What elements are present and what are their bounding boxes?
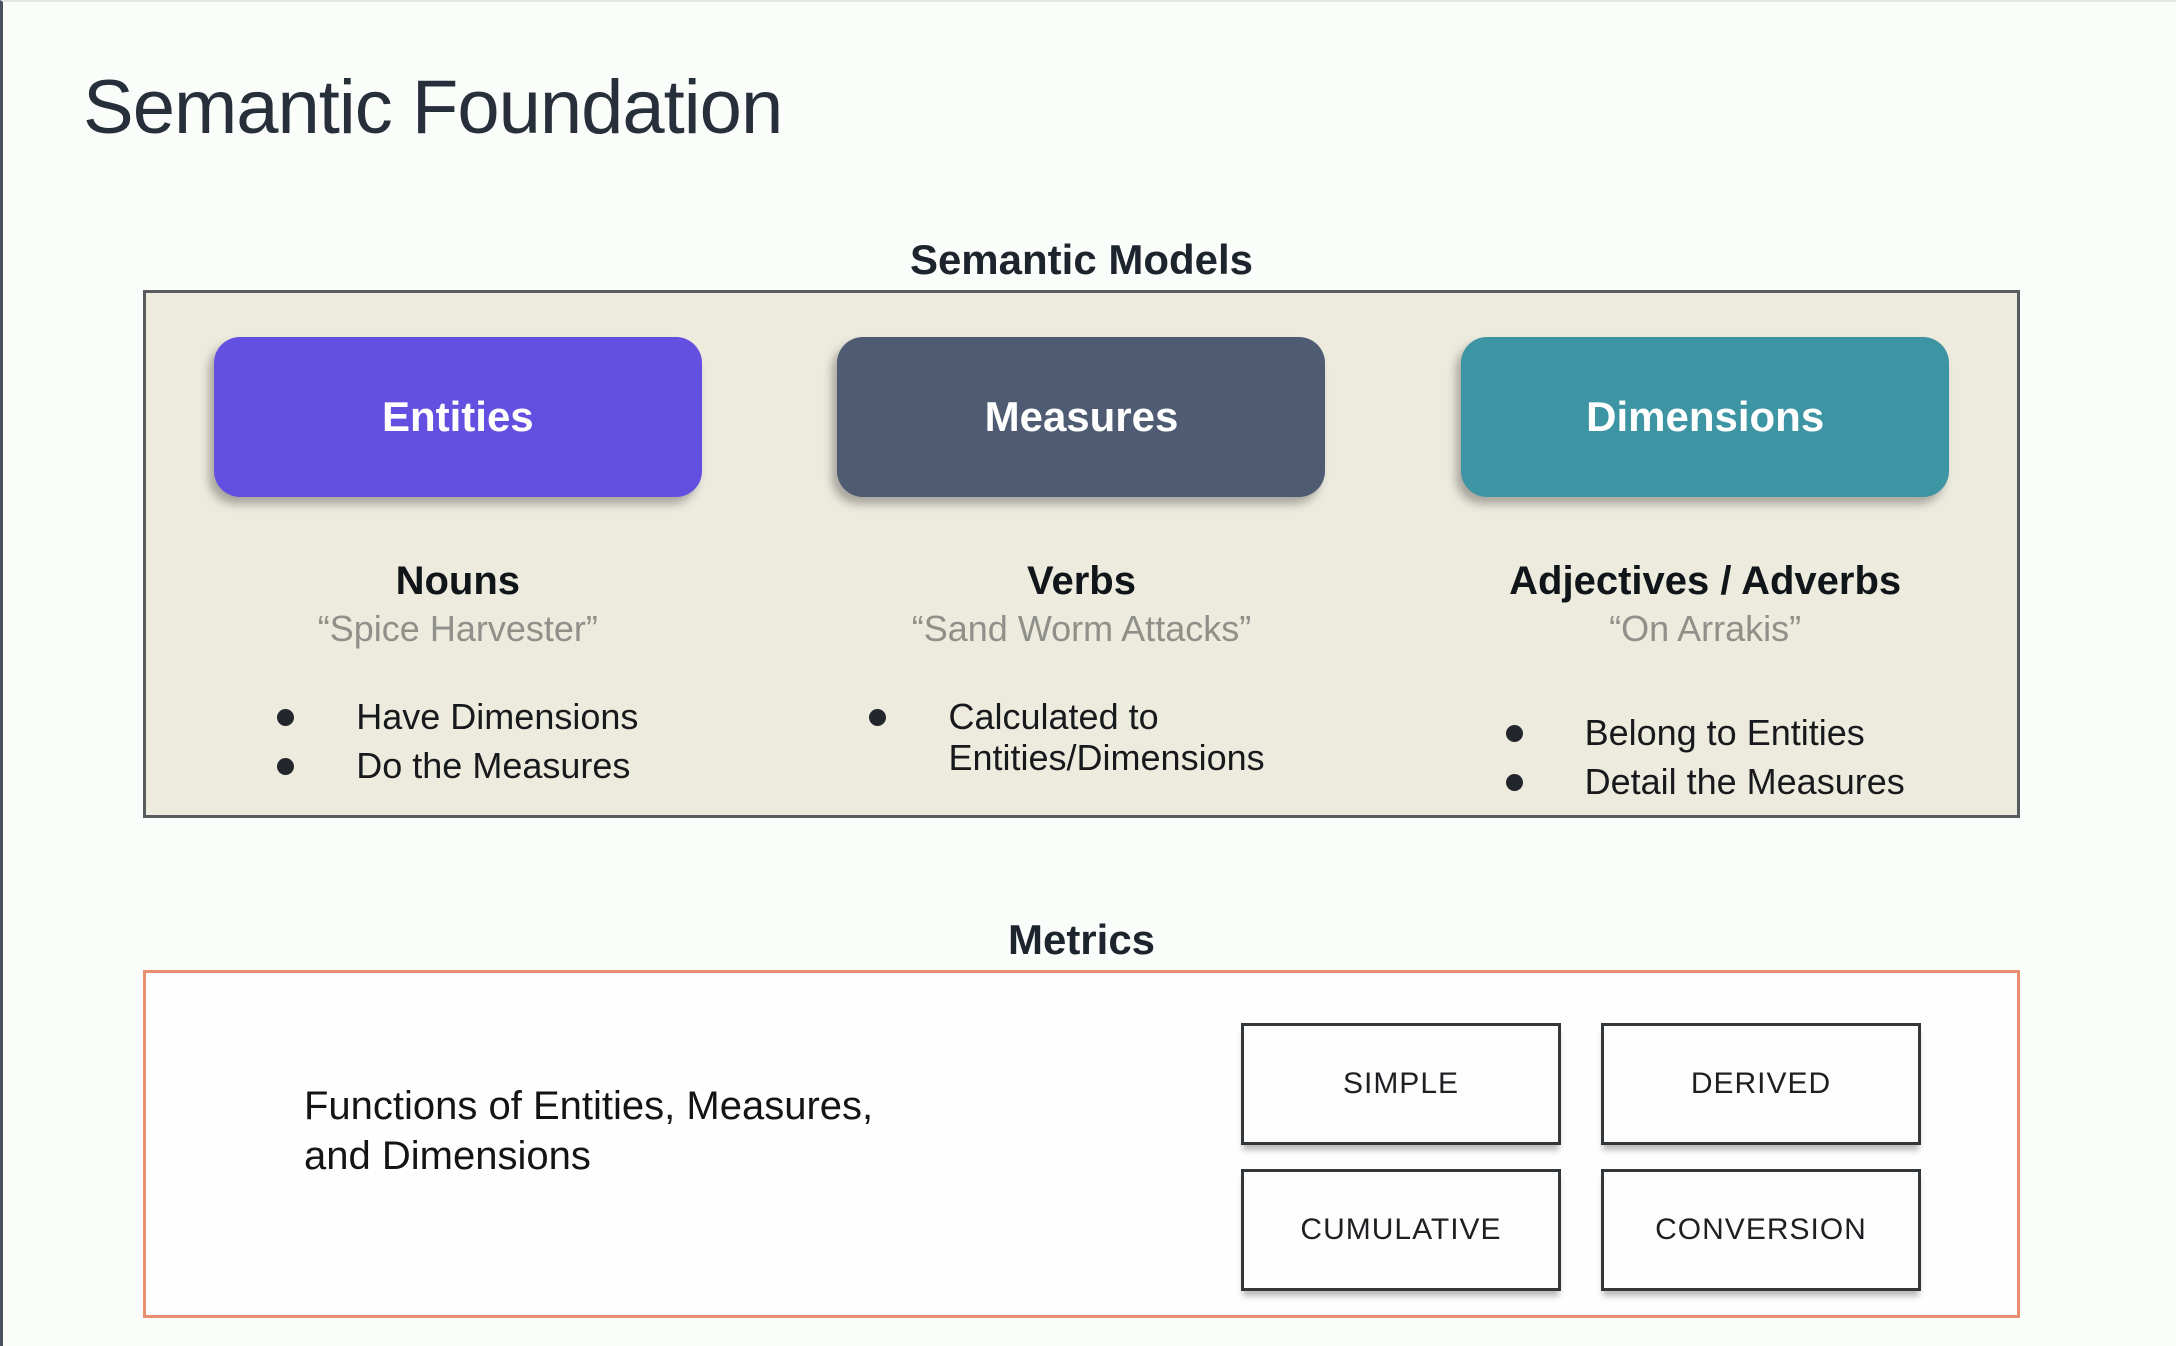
list-item: Calculated to Entities/Dimensions xyxy=(869,696,1293,779)
measures-subtitle: Verbs xyxy=(1027,559,1136,603)
metric-card-conversion[interactable]: CONVERSION xyxy=(1601,1169,1921,1291)
metric-label: CONVERSION xyxy=(1655,1213,1867,1246)
bullet-text: Belong to Entities xyxy=(1584,712,1865,753)
bullet-text: Detail the Measures xyxy=(1584,761,1905,803)
metrics-box: Functions of Entities, Measures, and Dim… xyxy=(143,970,2020,1318)
metrics-heading: Metrics xyxy=(1007,916,1156,963)
entities-column: Entities Nouns “Spice Harvester” Have Di… xyxy=(146,293,770,815)
dimensions-quote: “On Arrakis” xyxy=(1609,608,1802,649)
metric-label: CUMULATIVE xyxy=(1300,1213,1502,1246)
list-item: Belong to Entities xyxy=(1505,712,1905,753)
metric-card-derived[interactable]: DERIVED xyxy=(1601,1023,1921,1145)
entities-quote: “Spice Harvester” xyxy=(317,608,598,649)
list-item: Have Dimensions xyxy=(277,696,638,737)
measures-quote: “Sand Worm Attacks” xyxy=(911,608,1252,649)
metric-label: DERIVED xyxy=(1690,1067,1832,1100)
dimensions-bullet-list: Belong to Entities Detail the Measures xyxy=(1505,712,1905,803)
bullet-text: Calculated to Entities/Dimensions xyxy=(948,696,1265,779)
semantic-models-heading: Semantic Models xyxy=(909,236,1254,283)
bullet-text: Do the Measures xyxy=(356,745,631,787)
entities-bullet-list: Have Dimensions Do the Measures xyxy=(277,696,638,787)
list-item: Detail the Measures xyxy=(1505,761,1905,803)
page-title: Semantic Foundation xyxy=(83,65,783,150)
bullet-text: Have Dimensions xyxy=(356,696,639,737)
entities-button[interactable]: Entities xyxy=(213,337,702,497)
metric-label: SIMPLE xyxy=(1342,1067,1460,1100)
metric-types-grid: SIMPLE DERIVED CUMULATIVE CONVERSION xyxy=(1241,1023,1921,1291)
metrics-description-line1: Functions of Entities, Measures, xyxy=(304,1084,874,1128)
bullet-icon xyxy=(277,758,295,776)
measures-column: Measures Verbs “Sand Worm Attacks” Calcu… xyxy=(770,293,1394,815)
dimensions-column: Dimensions Adjectives / Adverbs “On Arra… xyxy=(1393,293,2017,815)
metric-card-simple[interactable]: SIMPLE xyxy=(1241,1023,1561,1145)
metric-card-cumulative[interactable]: CUMULATIVE xyxy=(1241,1169,1561,1291)
list-item: Do the Measures xyxy=(277,745,638,786)
dimensions-subtitle: Adjectives / Adverbs xyxy=(1509,559,1902,603)
bullet-icon xyxy=(1505,774,1523,792)
measures-bullet-list: Calculated to Entities/Dimensions xyxy=(869,696,1293,779)
bullet-icon xyxy=(1505,725,1523,742)
metrics-description: Functions of Entities, Measures, and Dim… xyxy=(304,1081,873,1181)
measures-button[interactable]: Measures xyxy=(837,337,1326,497)
metrics-description-line2: and Dimensions xyxy=(304,1134,591,1178)
dimensions-button[interactable]: Dimensions xyxy=(1461,337,1950,497)
semantic-models-box: Entities Nouns “Spice Harvester” Have Di… xyxy=(143,290,2020,818)
bullet-icon xyxy=(277,709,295,726)
entities-subtitle: Nouns xyxy=(395,559,521,603)
bullet-icon xyxy=(869,709,887,726)
